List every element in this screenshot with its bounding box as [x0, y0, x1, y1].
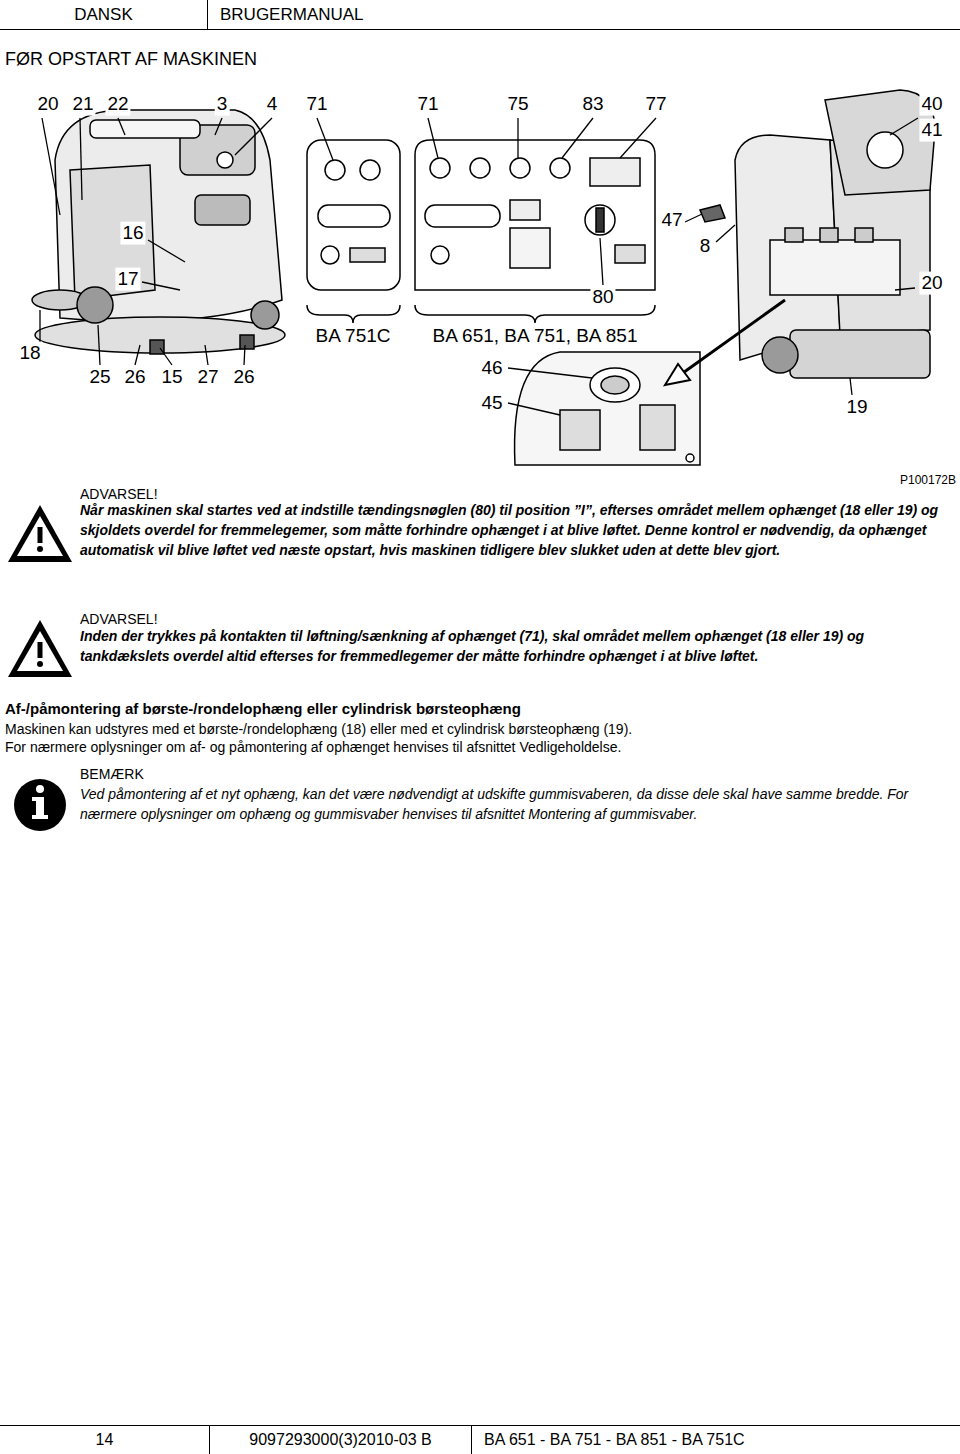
pointer-arrow [665, 300, 785, 385]
callout-number: 40 [919, 93, 944, 116]
footer-cell: BA 651 - BA 751 - BA 851 - BA 751C [472, 1425, 960, 1454]
notice-heading: BEMÆRK [80, 766, 144, 783]
callout-number: 46 [479, 357, 504, 380]
footer-cell: 9097293000(3)2010-03 B [210, 1425, 472, 1454]
notice-heading: ADVARSEL! [80, 611, 158, 628]
cell-text: BA 651 - BA 751 - BA 851 - BA 751C [484, 1431, 745, 1449]
callout-number: BA 751C [314, 325, 393, 348]
scrubber-front-view [32, 110, 285, 354]
callout-number: 26 [122, 366, 147, 389]
body-text: For nærmere oplysninger om af- og påmont… [5, 738, 955, 756]
callout-number: 15 [159, 366, 184, 389]
callout-number: 27 [195, 366, 220, 389]
warning-icon [8, 620, 72, 677]
cell-text: DANSK [74, 5, 133, 25]
callout-number: 16 [120, 222, 145, 245]
figure-code: P100172B [900, 473, 956, 487]
callout-number: 71 [304, 93, 329, 116]
callout-number: 8 [698, 235, 713, 258]
callout-number: 47 [659, 209, 684, 232]
callout-number: 20 [35, 93, 60, 116]
callout-number: 4 [265, 93, 280, 116]
callout-number: 41 [919, 119, 944, 142]
footer-cell: 14 [0, 1425, 210, 1454]
page-title: FØR OPSTART AF MASKINEN [5, 49, 257, 71]
body-text: Maskinen kan udstyres med et børste-/ron… [5, 720, 955, 738]
notice-heading: ADVARSEL! [80, 486, 158, 503]
control-panel [307, 140, 400, 290]
cell-text: 14 [96, 1431, 114, 1449]
header-cell: BRUGERMANUAL [208, 0, 960, 30]
callout-number: 45 [479, 392, 504, 415]
section-heading: Af-/påmontering af børste-/rondelophæng … [5, 700, 521, 718]
callout-number: 75 [505, 93, 530, 116]
callout-number: 83 [580, 93, 605, 116]
callout-number: 71 [415, 93, 440, 116]
leader-line [40, 118, 918, 415]
callout-number: BA 651, BA 751, BA 851 [431, 325, 640, 348]
body-text: Inden der trykkes på kontakten til løftn… [80, 626, 952, 666]
warning-icon [8, 505, 72, 562]
control-panel [415, 140, 655, 290]
callout-number: 25 [87, 366, 112, 389]
info-icon [14, 779, 66, 831]
callout-number: 3 [215, 93, 230, 116]
callout-number: 18 [17, 342, 42, 365]
callout-number: 77 [643, 93, 668, 116]
callout-number: 21 [70, 93, 95, 116]
callout-number: 26 [231, 366, 256, 389]
header-cell: DANSK [0, 0, 208, 30]
callout-number: 80 [590, 286, 615, 309]
body-text: Ved påmontering af et nyt ophæng, kan de… [80, 784, 952, 824]
callout-number: 17 [115, 268, 140, 291]
body-text: Når maskinen skal startes ved at indstil… [80, 500, 952, 560]
detail-view [515, 352, 700, 465]
cell-text: BRUGERMANUAL [220, 5, 364, 25]
cell-text: 9097293000(3)2010-03 B [249, 1431, 431, 1449]
callout-number: 22 [105, 93, 130, 116]
callout-number: 20 [919, 272, 944, 295]
callout-number: 19 [844, 396, 869, 419]
